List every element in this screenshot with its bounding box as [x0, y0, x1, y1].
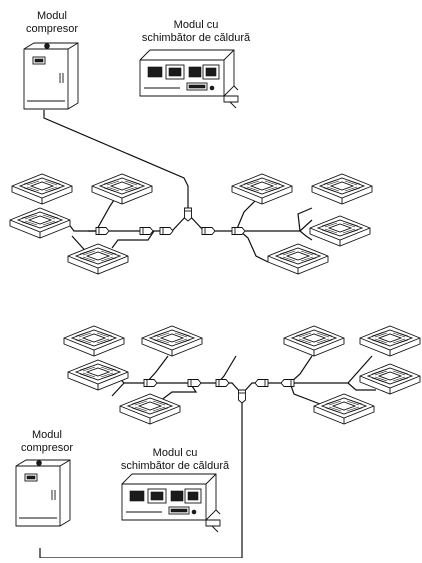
heat-exchanger-label-line-2: schimbător de căldură — [142, 32, 251, 44]
compressor-module-icon — [24, 43, 78, 109]
cassette-indoor-unit-icon — [142, 326, 202, 356]
branch-joint-icon — [239, 390, 246, 403]
heat-exchanger-module-icon — [122, 474, 220, 532]
branch-joint-icon — [140, 228, 153, 235]
cassette-indoor-unit-icon — [120, 394, 180, 424]
system-diagram-2: Modul compresor Modul cu schimbător de c… — [16, 326, 420, 558]
branch-joint-icon — [232, 228, 245, 235]
heat-exchanger-label-line-1: Modul cu — [174, 19, 219, 31]
cassette-indoor-unit-icon — [68, 244, 128, 274]
cassette-indoor-unit-icon — [360, 326, 420, 356]
cassette-indoor-unit-icon — [232, 174, 292, 204]
system-diagram-1: Modul compresor Modul cu schimbător de c… — [10, 10, 372, 274]
cassette-indoor-unit-icon — [92, 174, 152, 204]
cassette-indoor-unit-icon — [64, 326, 124, 356]
cassette-indoor-unit-icon — [12, 174, 72, 204]
branch-joint-icon — [281, 380, 294, 387]
branch-joint-icon — [202, 228, 215, 235]
cassette-indoor-unit-icon — [310, 216, 370, 246]
branch-joint-icon — [216, 380, 229, 387]
compressor-label-line-2: compresor — [21, 442, 73, 454]
branch-joint-icon — [188, 380, 201, 387]
cassette-indoor-unit-icon — [312, 174, 372, 204]
branch-joint-icon — [144, 380, 157, 387]
branch-joint-icon — [96, 228, 109, 235]
cassette-indoor-unit-icon — [68, 360, 128, 390]
branch-joint-icon — [255, 380, 268, 387]
compressor-label-line-2: compresor — [26, 23, 78, 35]
cassette-indoor-unit-icon — [268, 244, 328, 274]
cassette-indoor-unit-icon — [284, 326, 344, 356]
cassette-indoor-unit-icon — [314, 394, 374, 424]
cassette-indoor-unit-icon — [10, 208, 70, 238]
heat-exchanger-label-line-2: schimbător de căldură — [121, 460, 230, 472]
branch-joint-icon — [185, 208, 192, 221]
compressor-module-icon — [16, 460, 70, 526]
branch-joint-icon — [160, 228, 173, 235]
compressor-label-line-1: Modul — [37, 10, 67, 22]
heat-exchanger-label-line-1: Modul cu — [153, 447, 198, 459]
compressor-label-line-1: Modul — [32, 429, 62, 441]
heat-exchanger-module-icon — [140, 50, 238, 108]
